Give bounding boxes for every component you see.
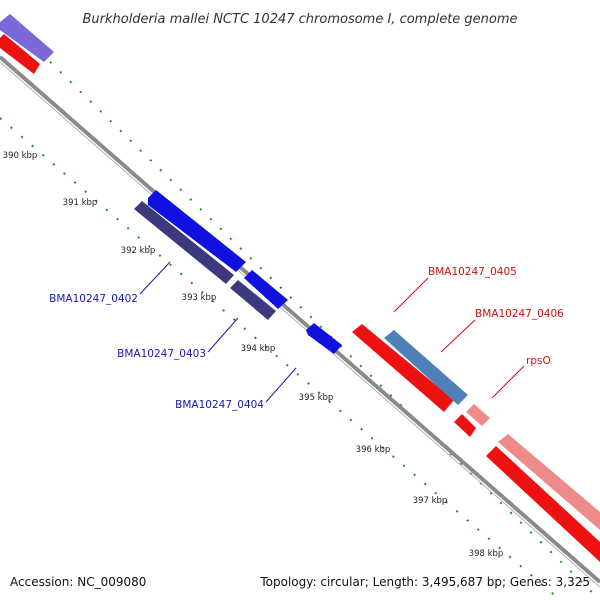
- gene-label-rpso[interactable]: rpsO: [526, 355, 551, 367]
- gene-bma0406-arrow[interactable]: [384, 330, 468, 405]
- label-leaders: [139, 261, 525, 403]
- accession-text: Accession: NC_009080: [10, 575, 146, 589]
- gene-label-bma0404[interactable]: BMA10247_0404: [175, 399, 264, 411]
- tick-394: 394 kbp: [241, 344, 276, 354]
- gene-navy-1[interactable]: [134, 201, 234, 284]
- gene-bma0405-arrow[interactable]: [352, 324, 454, 412]
- tick-393: 393 kbp: [182, 293, 217, 303]
- map-title: Burkholderia mallei NCTC 10247 chromosom…: [82, 12, 517, 27]
- gene-navy-2[interactable]: [230, 280, 276, 320]
- gene-bma0404-arrow[interactable]: [306, 323, 342, 354]
- tick-397: 397 kbp: [413, 496, 448, 506]
- gene-bma0402-arrow[interactable]: [148, 190, 246, 272]
- tick-390: 390 kbp: [3, 151, 38, 161]
- gene-bma0403-arrow[interactable]: [244, 270, 288, 309]
- tick-396: 396 kbp: [356, 445, 391, 455]
- gene-rpso-arrow[interactable]: [466, 404, 490, 426]
- gene-red-lower[interactable]: [486, 446, 600, 562]
- topology-summary: Topology: circular; Length: 3,495,687 bp…: [259, 575, 590, 589]
- gene-violet-partial[interactable]: [0, 14, 54, 62]
- tick-395: 395 kbp: [299, 393, 334, 403]
- gene-red-small[interactable]: [454, 414, 476, 437]
- dotted-ring-inner: [0, 117, 561, 600]
- tick-labels: 390 kbp 391 kbp 392 kbp 393 kbp 394 kbp …: [3, 151, 504, 559]
- dotted-ring-outer: [39, 51, 600, 600]
- gene-pink-lower[interactable]: [498, 434, 600, 530]
- gene-label-bma0402[interactable]: BMA10247_0402: [49, 293, 138, 305]
- genome-backbone: [0, 55, 600, 588]
- gene-label-bma0405[interactable]: BMA10247_0405: [428, 266, 517, 278]
- tick-391: 391 kbp: [63, 198, 98, 208]
- tick-392: 392 kbp: [121, 246, 156, 256]
- gene-label-bma0406[interactable]: BMA10247_0406: [475, 308, 564, 320]
- tick-398: 398 kbp: [469, 549, 504, 559]
- gene-red-partial[interactable]: [0, 34, 40, 74]
- gene-label-bma0403[interactable]: BMA10247_0403: [117, 348, 206, 360]
